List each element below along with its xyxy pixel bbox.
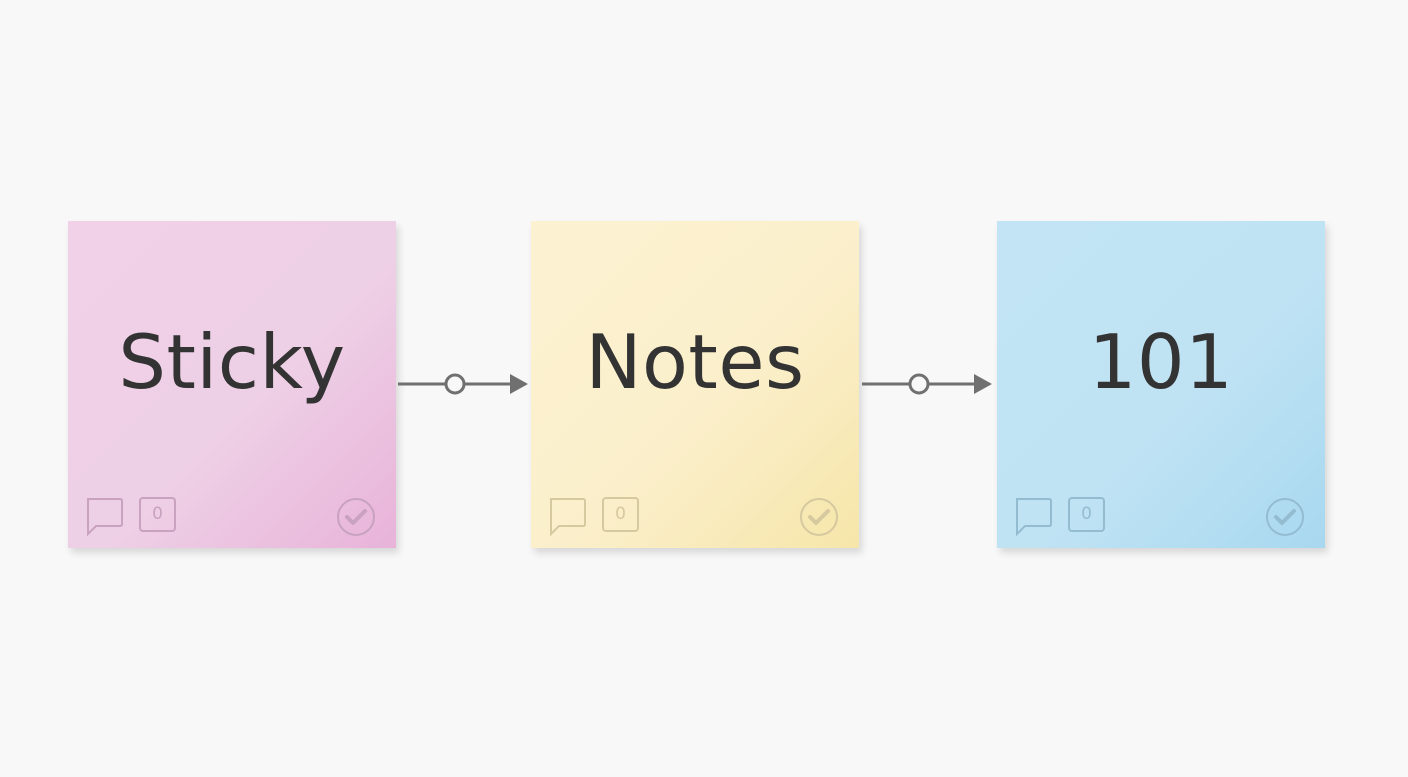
count-badge[interactable]: 0 <box>1068 497 1105 532</box>
note-text[interactable]: Notes <box>585 318 805 406</box>
sticky-note[interactable]: Sticky 0 <box>68 221 396 548</box>
note-text[interactable]: 101 <box>1088 318 1234 406</box>
sticky-note[interactable]: Notes 0 <box>531 221 859 548</box>
count-badge[interactable]: 0 <box>139 497 176 532</box>
comment-icon[interactable] <box>83 496 125 538</box>
connector-arrow[interactable] <box>396 370 532 398</box>
connector-arrow[interactable] <box>860 370 996 398</box>
comment-icon[interactable] <box>1012 496 1054 538</box>
sticky-note[interactable]: 101 0 <box>997 221 1325 548</box>
check-circle-icon[interactable] <box>1265 497 1305 537</box>
count-badge[interactable]: 0 <box>602 497 639 532</box>
check-circle-icon[interactable] <box>336 497 376 537</box>
note-text[interactable]: Sticky <box>118 318 346 406</box>
comment-icon[interactable] <box>546 496 588 538</box>
check-circle-icon[interactable] <box>799 497 839 537</box>
